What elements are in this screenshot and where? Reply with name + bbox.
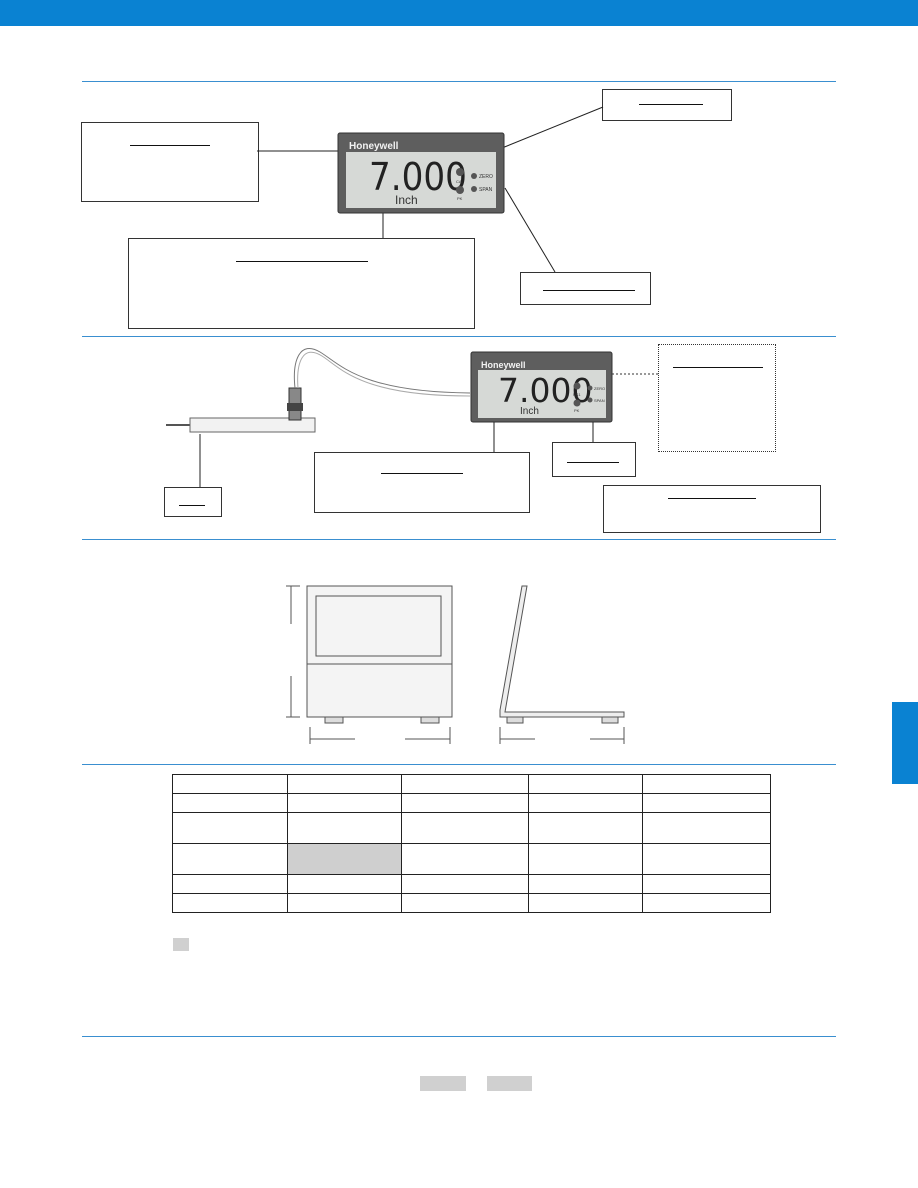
sensor-assembly (166, 347, 471, 433)
table-cell (401, 812, 529, 844)
table-cell (287, 874, 402, 894)
section-divider (82, 764, 836, 765)
callout-box-top-right (602, 89, 732, 121)
cable-line (293, 347, 471, 394)
section-divider (82, 1036, 836, 1037)
display-device-connected: Honeywell 7.000 Inch PS1 PK ZERO SPAN (470, 351, 613, 423)
highlight-block (487, 1076, 532, 1091)
table-cell (287, 793, 402, 813)
leader-line (501, 106, 604, 149)
table-cell (287, 774, 402, 794)
callout-box-bottom (128, 238, 475, 329)
callout-title-underline (381, 473, 463, 474)
button-label: SPAN (479, 187, 493, 193)
table-cell (172, 812, 288, 844)
table-row (172, 812, 771, 844)
highlight-block (420, 1076, 466, 1091)
button-label: ZERO (594, 386, 605, 391)
brand-logo: Honeywell (481, 360, 526, 370)
table-cell (528, 874, 643, 894)
table-row (172, 843, 771, 875)
unit-label: Inch (395, 193, 418, 207)
table-cell (642, 793, 771, 813)
table-cell (172, 874, 288, 894)
table-row (172, 793, 771, 813)
button-label: ZERO (479, 174, 493, 180)
side-view-drawing (499, 585, 625, 744)
button-icon (456, 168, 464, 176)
table-cell (401, 893, 529, 913)
table-cell (642, 874, 771, 894)
callout-title-underline (668, 498, 756, 499)
callout-title-underline (673, 367, 763, 368)
callout-title-underline (639, 104, 703, 105)
button-icon (573, 382, 581, 390)
table-cell (172, 893, 288, 913)
table-cell (287, 893, 402, 913)
table-row (172, 774, 771, 794)
legend-swatch (173, 938, 189, 951)
callout-title-underline (236, 261, 368, 262)
table-cell (528, 793, 643, 813)
section-tab (892, 702, 918, 784)
header-bar (0, 0, 918, 26)
table-cell (642, 893, 771, 913)
callout-title-underline (543, 290, 635, 291)
section-divider (82, 539, 836, 540)
button-icon (573, 399, 581, 407)
table-cell-shaded (287, 843, 402, 875)
callout-box-small (552, 442, 636, 477)
button-label: SPAN (594, 398, 605, 403)
callout-box-dotted (658, 344, 776, 452)
callout-box-sensor (164, 487, 222, 517)
unit-label: Inch (520, 406, 539, 417)
brand-logo: Honeywell (349, 141, 399, 152)
front-view-drawing (286, 585, 453, 744)
button-icon (471, 173, 477, 179)
table-cell (401, 874, 529, 894)
table-cell (528, 893, 643, 913)
callout-title-underline (567, 462, 619, 463)
button-icon (587, 385, 593, 391)
table-cell (642, 812, 771, 844)
section-divider (82, 336, 836, 337)
button-icon (456, 186, 464, 194)
table-cell (642, 843, 771, 875)
table-cell (528, 843, 643, 875)
callout-title-underline (179, 505, 205, 506)
button-label: PK (457, 196, 463, 201)
callout-box-mid (314, 452, 530, 513)
digital-readout: 7.000 (369, 154, 467, 199)
callout-box-lower-right (603, 485, 821, 533)
table-cell (172, 774, 288, 794)
button-icon (471, 186, 477, 192)
callout-title-underline (130, 145, 210, 146)
button-label: CAL (456, 179, 465, 184)
table-cell (642, 774, 771, 794)
table-row (172, 874, 771, 894)
table-cell (401, 843, 529, 875)
section-divider (82, 81, 836, 82)
table-cell (528, 812, 643, 844)
callout-box-bottom-right (520, 272, 651, 305)
table-cell (172, 793, 288, 813)
callout-box-left (81, 122, 259, 202)
button-label: PS1 (573, 392, 581, 397)
button-icon (587, 397, 593, 403)
table-row (172, 893, 771, 913)
display-device-front: Honeywell 7.000 Inch CAL PK ZERO SPAN (337, 132, 505, 214)
leader-line (504, 187, 556, 273)
table-cell (528, 774, 643, 794)
table-cell (172, 843, 288, 875)
table-cell (401, 774, 529, 794)
table-cell (287, 812, 402, 844)
button-label: PK (574, 408, 580, 413)
table-cell (401, 793, 529, 813)
spec-table (172, 774, 771, 913)
